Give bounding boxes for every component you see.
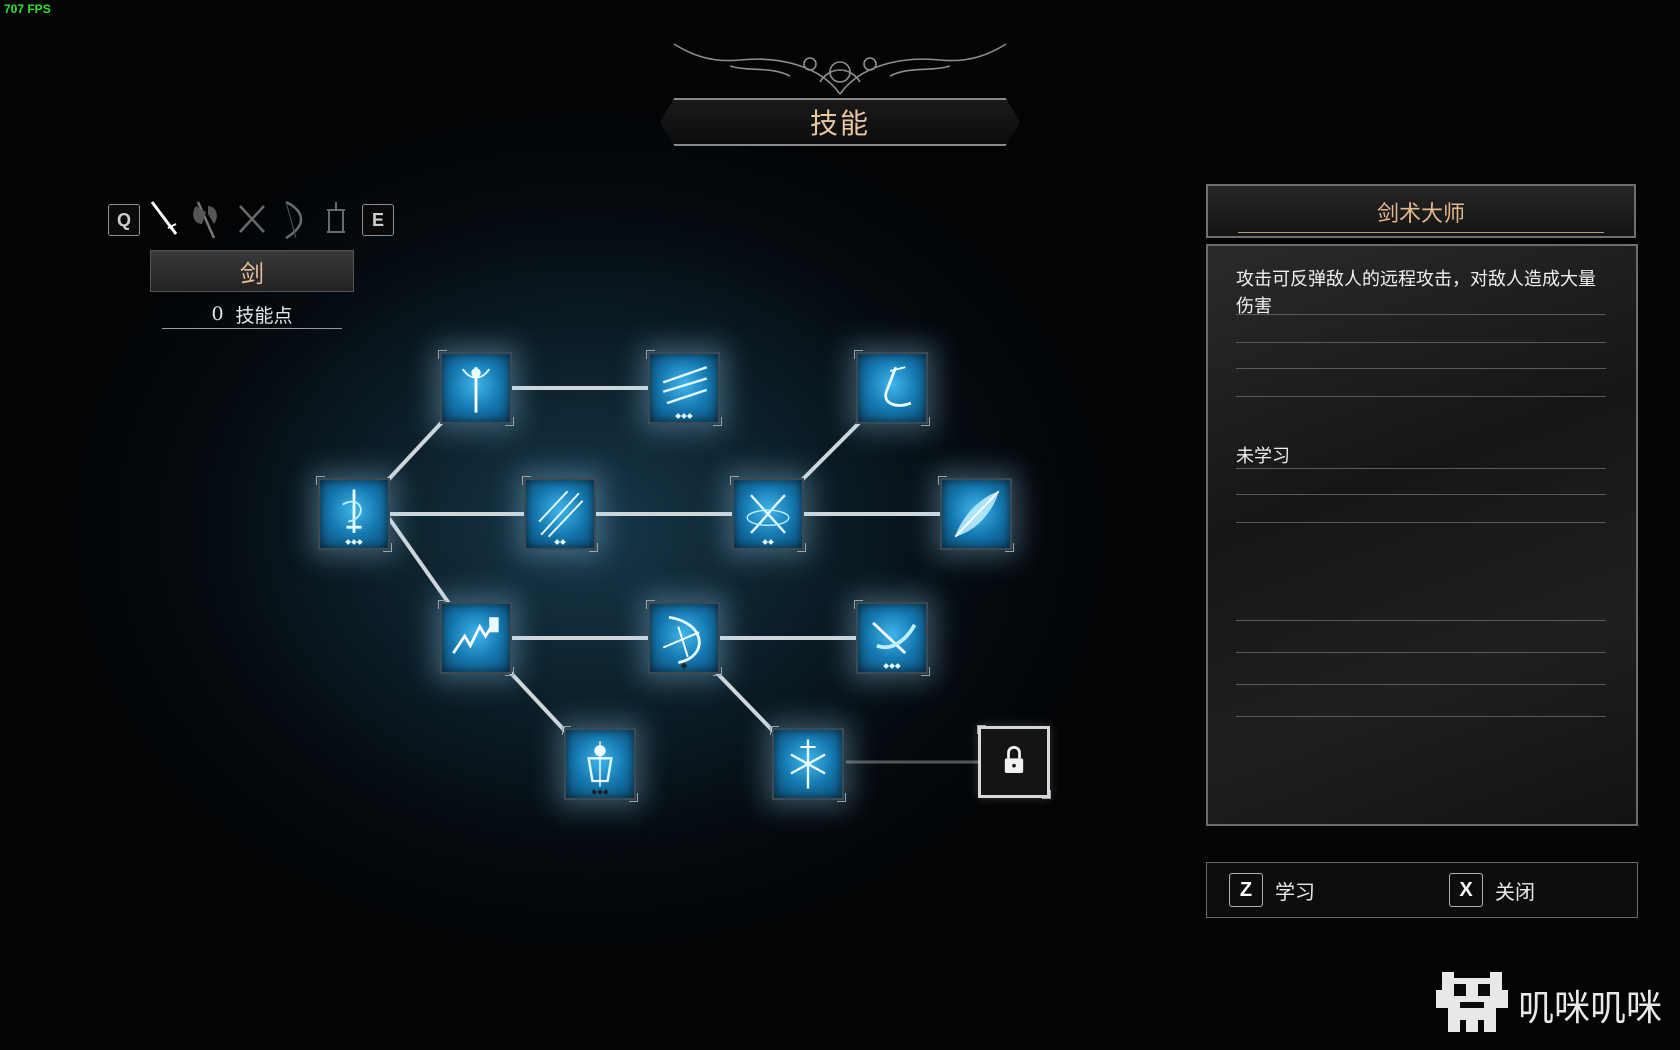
close-label: 关闭 <box>1495 879 1535 904</box>
skill-detail-panel: 攻击可反弹敌人的远程攻击，对敌人造成大量伤害 未学习 <box>1206 244 1638 826</box>
title-ornament <box>673 43 1007 95</box>
divider <box>1236 494 1606 495</box>
divider <box>1236 684 1606 685</box>
fps-counter: 707 FPS <box>4 2 51 16</box>
skill-name: 剑术大师 <box>1238 196 1604 233</box>
flying-sword-icon: ◆◆◆ <box>872 621 917 670</box>
guardian-figure-icon: ◆◆◆ <box>587 741 613 796</box>
cross-slash-icon: ◆◆ <box>746 494 790 546</box>
learn-key: Z <box>1229 873 1263 907</box>
page-title-banner: 技能 <box>660 98 1020 146</box>
feather-blade-icon <box>954 490 1000 538</box>
radiant-blade-icon <box>461 367 491 413</box>
svg-text:◆◆: ◆◆ <box>762 537 774 546</box>
close-button[interactable]: X 关闭 <box>1449 873 1535 907</box>
divider <box>1236 716 1606 717</box>
svg-text:◆◆◆: ◆◆◆ <box>883 661 901 670</box>
weapon-name: 剑 <box>240 259 264 288</box>
action-bar: Z 学习 X 关闭 <box>1206 862 1638 918</box>
crossed-daggers-icon[interactable] <box>234 198 270 240</box>
divider <box>1236 396 1606 397</box>
svg-text:◆◆◆: ◆◆◆ <box>345 537 363 546</box>
learn-button[interactable]: Z 学习 <box>1229 873 1315 907</box>
skill-node-flying-sword[interactable]: ◆◆◆ <box>854 600 930 676</box>
bow-icon[interactable] <box>276 198 312 240</box>
swirl-sword-icon: ◆◆◆ <box>342 489 363 546</box>
skill-status: 未学习 <box>1236 446 1290 467</box>
skill-node-radiant-blade[interactable] <box>438 350 514 426</box>
watermark-text: 叽咪叽咪 <box>1518 988 1663 1029</box>
pixel-mascot-icon <box>1436 972 1508 1032</box>
skill-node-triple-slash[interactable]: ◆◆◆ <box>646 350 722 426</box>
weapon-name-plate: 剑 <box>150 250 354 292</box>
sword-icon[interactable] <box>146 198 182 240</box>
skill-node-cross-slash[interactable]: ◆◆ <box>730 476 806 552</box>
svg-text:◆◆: ◆◆ <box>554 537 566 546</box>
learn-label: 学习 <box>1275 879 1315 904</box>
skill-name-header: 剑术大师 <box>1206 184 1636 238</box>
parry-arc-icon: ◆ <box>662 615 701 671</box>
skill-points-value: 0 <box>211 303 224 325</box>
triple-slash-icon: ◆◆◆ <box>662 366 708 420</box>
lantern-icon[interactable] <box>318 198 354 240</box>
svg-text:◆: ◆ <box>681 661 688 671</box>
skill-node-parry-arc[interactable]: ◆ <box>646 600 722 676</box>
lightning-fist-icon <box>452 617 499 654</box>
skill-node-swirl-sword[interactable]: ◆◆◆ <box>316 476 392 552</box>
close-key: X <box>1449 873 1483 907</box>
skill-points: 0 技能点 <box>162 300 342 329</box>
divider <box>1236 468 1606 469</box>
divider <box>1236 620 1606 621</box>
spinning-slash-icon <box>884 366 912 407</box>
skill-node-locked[interactable] <box>977 725 1051 799</box>
star-sword-icon <box>790 739 826 789</box>
svg-text:◆◆◆: ◆◆◆ <box>591 787 609 796</box>
skill-node-feather-blade[interactable] <box>938 476 1014 552</box>
svg-text:◆◆◆: ◆◆◆ <box>675 411 693 420</box>
prev-tab-key[interactable]: Q <box>108 204 140 236</box>
axe-icon[interactable] <box>188 198 224 240</box>
watermark: 叽咪叽咪 <box>1436 972 1662 1038</box>
skill-node-blade-rain[interactable]: ◆◆ <box>522 476 598 552</box>
skill-description: 攻击可反弹敌人的远程攻击，对敌人造成大量伤害 <box>1236 269 1596 317</box>
skill-node-lightning-fist[interactable] <box>438 600 514 676</box>
skill-points-label: 技能点 <box>235 304 293 327</box>
divider <box>1236 652 1606 653</box>
divider <box>1236 368 1606 369</box>
skill-node-spinning-slash[interactable] <box>854 350 930 426</box>
lock-icon <box>1004 745 1024 773</box>
divider <box>1236 314 1606 315</box>
skill-node-guardian-figure[interactable]: ◆◆◆ <box>562 726 638 802</box>
divider <box>1236 522 1606 523</box>
divider <box>1236 342 1606 343</box>
blade-rain-icon: ◆◆ <box>538 490 584 546</box>
next-tab-key[interactable]: E <box>362 204 394 236</box>
page-title: 技能 <box>809 107 870 140</box>
skill-node-star-sword[interactable] <box>770 726 846 802</box>
